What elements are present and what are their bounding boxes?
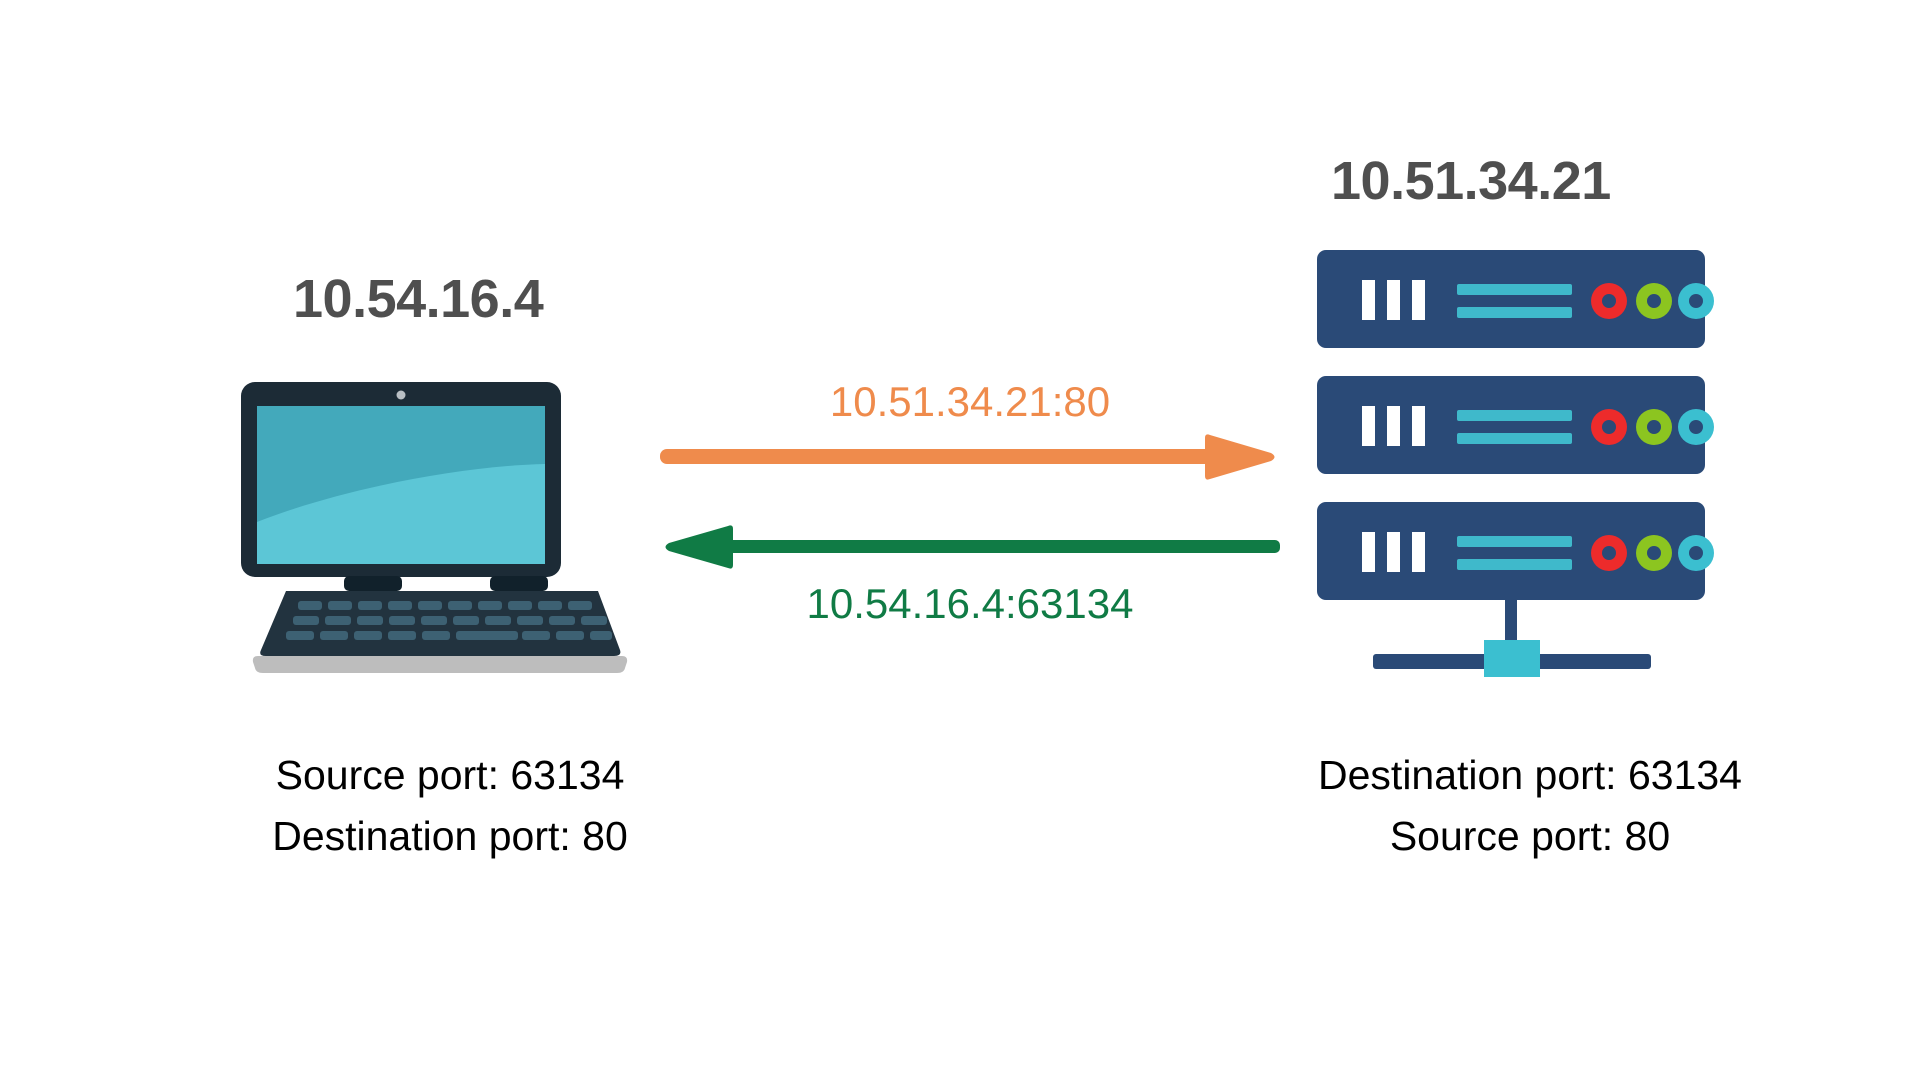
laptop-icon bbox=[241, 382, 628, 673]
laptop-hinge-right bbox=[490, 576, 548, 591]
request-flow-label: 10.51.34.21:80 bbox=[829, 378, 1111, 425]
laptop-spacebar bbox=[456, 631, 518, 640]
laptop-keys-row-1 bbox=[298, 601, 592, 610]
server-port-captions: Destination port: 63134 Source port: 80 bbox=[1205, 745, 1855, 866]
response-arrow-head-icon bbox=[665, 525, 733, 569]
response-flow-arrow bbox=[665, 525, 1280, 569]
laptop-screen-wave bbox=[257, 464, 545, 564]
client-destination-port-text: Destination port: 80 bbox=[272, 812, 628, 859]
server-ip-label: 10.51.34.21 bbox=[1331, 151, 1611, 211]
client-ip-label: 10.54.16.4 bbox=[293, 269, 544, 329]
server-unit-2 bbox=[1317, 376, 1714, 474]
response-arrow-shaft bbox=[720, 540, 1280, 553]
response-flow-label: 10.54.16.4:63134 bbox=[806, 580, 1134, 627]
laptop-keys-row-2 bbox=[293, 616, 607, 625]
request-arrow-shaft bbox=[660, 449, 1212, 464]
request-arrow-head-icon bbox=[1205, 434, 1275, 480]
laptop-keys-row-3 bbox=[286, 631, 612, 640]
server-stand-connector bbox=[1484, 640, 1540, 677]
laptop-webcam-icon bbox=[396, 390, 406, 400]
client-source-port-text: Source port: 63134 bbox=[275, 752, 625, 798]
laptop-base-edge bbox=[252, 656, 628, 673]
client-port-captions: Source port: 63134 Destination port: 80 bbox=[180, 745, 720, 866]
laptop-hinge-left bbox=[344, 576, 402, 591]
server-unit-1 bbox=[1317, 250, 1714, 348]
request-flow-arrow bbox=[660, 434, 1275, 480]
server-rack-icon bbox=[1317, 250, 1714, 677]
server-unit-3 bbox=[1317, 502, 1714, 600]
server-destination-port-text: Destination port: 63134 bbox=[1318, 752, 1742, 798]
server-source-port-text: Source port: 80 bbox=[1389, 812, 1671, 859]
